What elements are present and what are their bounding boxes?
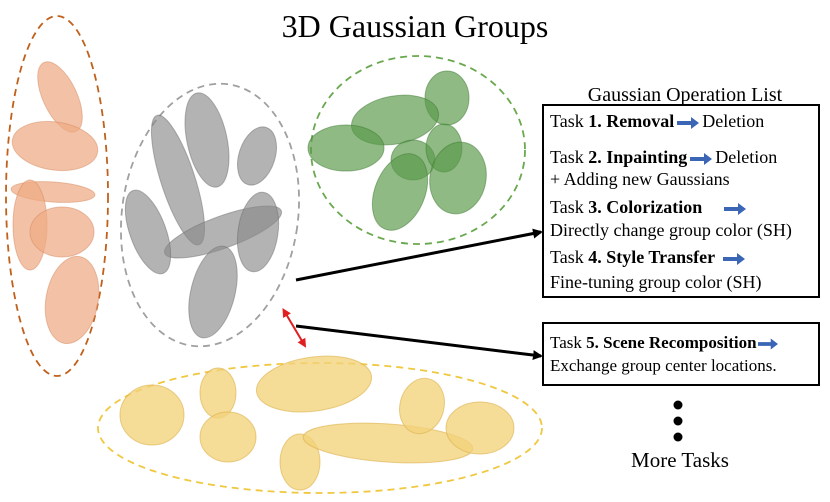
more-tasks-label: More Tasks	[631, 448, 729, 472]
green-gaussians	[307, 70, 487, 231]
orange-gaussian	[44, 255, 100, 345]
orange-gaussians	[10, 61, 100, 345]
yellow-gaussians	[119, 355, 515, 491]
task-5-name: 5. Scene Recomposition	[586, 333, 757, 352]
task-2-line: Task 2. Inpainting Deletion	[550, 146, 777, 168]
task-1-line: Task 1. Removal Deletion	[550, 110, 764, 132]
recomposition-box: Task 5. Scene Recomposition Exchange gro…	[542, 322, 820, 386]
task-3-name: 3. Colorization	[588, 197, 703, 217]
connector-arrow-to-recomposition	[295, 324, 543, 360]
task-5-line: Task 5. Scene Recomposition	[550, 332, 778, 354]
task-prefix: Task	[550, 111, 589, 131]
yellow-gaussian	[199, 367, 237, 419]
yellow-gaussian	[255, 355, 373, 413]
task-prefix: Task	[550, 197, 589, 217]
green-gaussian	[371, 153, 429, 231]
gray-gaussian	[236, 191, 280, 273]
task-2-result: Deletion	[715, 147, 778, 167]
yellow-gaussian	[119, 384, 185, 446]
ellipsis-dot	[673, 416, 683, 426]
diagram-title: 3D Gaussian Groups	[281, 8, 549, 44]
right-arrow-icon	[724, 202, 747, 215]
yellow-group-boundary	[97, 362, 543, 494]
ellipsis-dot	[673, 400, 683, 410]
task-2-detail: + Adding new Gaussians	[550, 169, 730, 189]
yellow-gaussian	[445, 401, 515, 455]
orange-gaussian	[29, 206, 95, 258]
orange-group-boundary	[5, 15, 109, 377]
right-arrow-icon	[723, 252, 746, 265]
task-2-name: 2. Inpainting	[588, 147, 688, 167]
ellipsis-dot	[673, 432, 683, 442]
task-4-line: Task 4. Style Transfer	[550, 246, 748, 268]
green-gaussian	[307, 124, 385, 172]
gray-gaussian	[237, 126, 277, 186]
task-5-detail: Exchange group center locations.	[550, 356, 777, 375]
right-arrow-icon	[757, 338, 778, 350]
orange-gaussian	[11, 120, 99, 172]
connector-arrow-to-list	[295, 228, 543, 282]
right-arrow-icon	[677, 116, 700, 129]
yellow-gaussian	[279, 433, 321, 491]
task-1-name: 1. Removal	[588, 111, 675, 131]
gray-group-boundary	[120, 82, 300, 348]
task-prefix: Task	[550, 333, 587, 352]
task-3-detail: Directly change group color (SH)	[550, 220, 792, 240]
gray-gaussian	[188, 245, 238, 339]
task-4-name: 4. Style Transfer	[588, 247, 716, 267]
task-prefix: Task	[550, 147, 589, 167]
task-3-line: Task 3. Colorization	[550, 196, 749, 218]
gray-gaussian	[184, 92, 230, 188]
right-arrow-icon	[690, 152, 713, 165]
yellow-gaussian	[199, 411, 257, 463]
yellow-gaussian	[399, 377, 445, 435]
gray-gaussians	[124, 92, 283, 339]
task-4-detail: Fine-tuning group color (SH)	[550, 272, 762, 292]
swap-arrow	[282, 307, 307, 348]
green-gaussian	[429, 141, 487, 215]
gray-gaussian	[124, 189, 172, 275]
operation-list-heading: Gaussian Operation List	[587, 84, 783, 106]
task-1-result: Deletion	[702, 111, 765, 131]
task-prefix: Task	[550, 247, 589, 267]
